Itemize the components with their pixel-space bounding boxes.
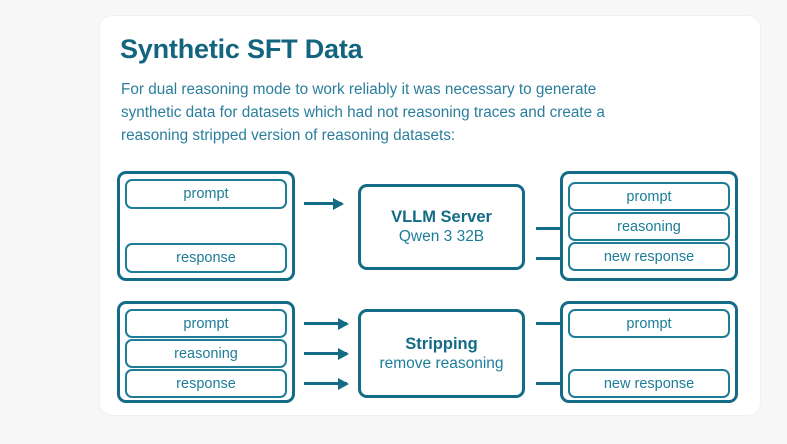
row1-process-subtitle: Qwen 3 32B — [398, 228, 485, 245]
row2-input-dataset-group — [117, 301, 295, 403]
row2-process-stripping: Stripping remove reasoning — [358, 309, 525, 398]
row1-output-cell-reasoning: reasoning — [568, 212, 730, 241]
flow-diagram: prompt response VLLM Server Qwen 3 32B p… — [100, 16, 760, 415]
row1-input-cell-prompt: prompt — [125, 179, 287, 209]
row2-arrow-in-1 — [304, 317, 349, 330]
row2-arrow-out-2 — [536, 377, 576, 390]
row1-output-cell-new-response: new response — [568, 242, 730, 271]
row1-arrow-out-2 — [536, 252, 576, 265]
row1-arrow-out-1 — [536, 222, 576, 235]
row2-arrow-out-1 — [536, 317, 576, 330]
row2-process-title: Stripping — [405, 334, 478, 353]
row2-output-dataset-group — [560, 301, 738, 403]
row1-process-vllm-server: VLLM Server Qwen 3 32B — [358, 184, 525, 270]
page-title: Synthetic SFT Data — [120, 34, 363, 64]
description-line-3: reasoning stripped version of reasoning … — [121, 127, 456, 144]
row2-input-cell-prompt: prompt — [125, 309, 287, 338]
row2-output-cell-prompt: prompt — [568, 309, 730, 338]
row2-arrow-in-3 — [304, 377, 349, 390]
row2-arrow-in-2 — [304, 347, 349, 360]
row1-input-dataset-group — [117, 171, 295, 281]
row1-arrow-in-1 — [304, 197, 344, 210]
row1-process-title: VLLM Server — [391, 208, 492, 226]
row1-input-cell-response: response — [125, 243, 287, 273]
description-line-1: For dual reasoning mode to work reliably… — [121, 81, 597, 98]
row2-input-cell-reasoning: reasoning — [125, 339, 287, 368]
row1-output-dataset-group — [560, 171, 738, 281]
row2-output-cell-new-response: new response — [568, 369, 730, 398]
description-line-2: synthetic data for datasets which had no… — [121, 104, 605, 121]
row2-input-cell-response: response — [125, 369, 287, 398]
row2-process-subtitle: remove reasoning — [379, 354, 504, 372]
row1-output-cell-prompt: prompt — [568, 182, 730, 211]
slide-description: For dual reasoning mode to work reliably… — [121, 78, 721, 147]
slide-card: Synthetic SFT Data For dual reasoning mo… — [100, 16, 760, 415]
